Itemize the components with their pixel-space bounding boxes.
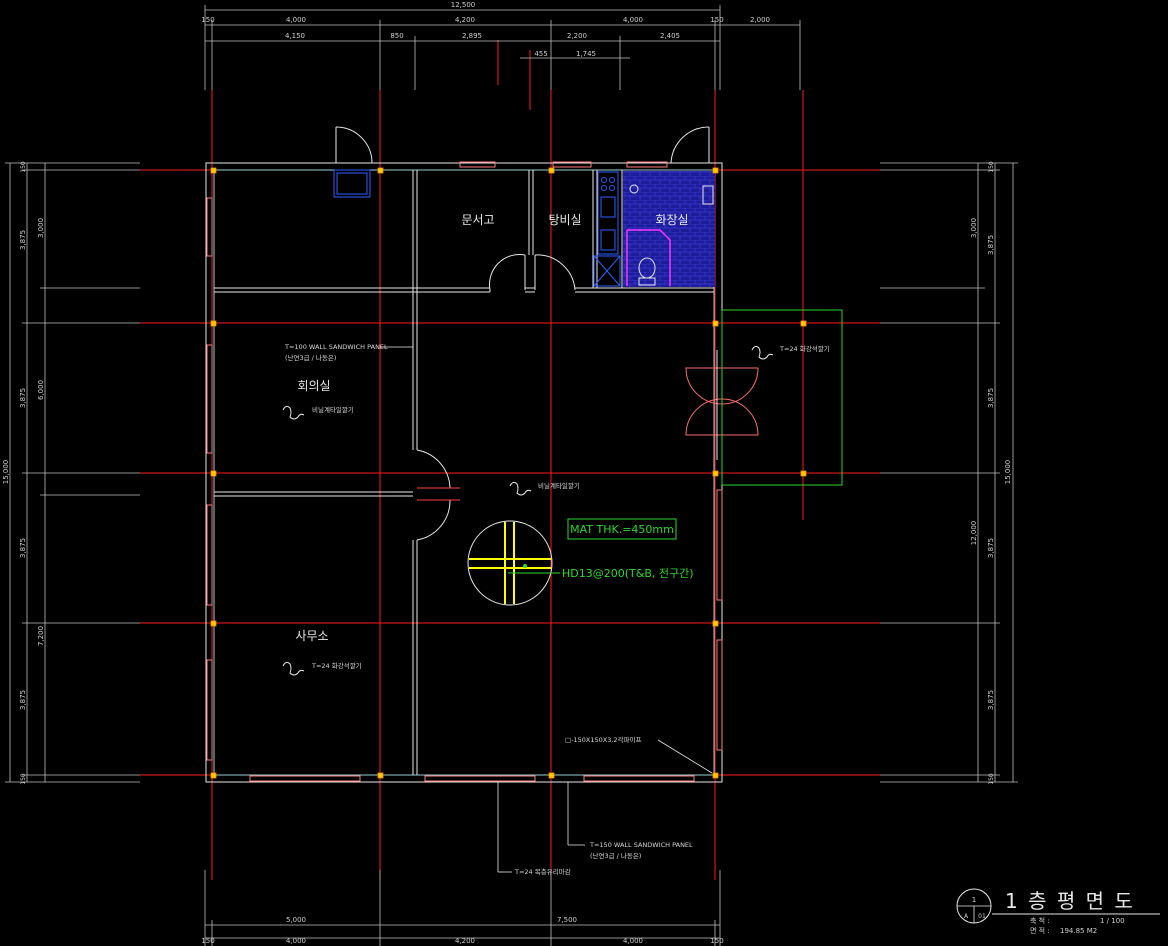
dimension-text-top: 12,500 150 4,000 4,200 4,000 150 2,000 4… (201, 1, 770, 58)
dim-top-r1-2: 4,200 (455, 16, 475, 24)
dim-top-r2-4: 2,405 (660, 32, 680, 40)
dim-top-r1-1: 4,000 (286, 16, 306, 24)
dim-left-mid-0: 3,000 (37, 218, 45, 238)
note-pipe: □-150X150X3.2각파이프 (565, 735, 641, 744)
dim-top-r1-5: 2,000 (750, 16, 770, 24)
columns (210, 167, 807, 779)
dim-top-r2-1: 850 (390, 32, 403, 40)
dim-left-outer-1: 3,875 (19, 388, 27, 408)
dim-left-mid-2: 7,200 (37, 626, 45, 646)
note-rebar: HD13@200(T&B, 전구간) (562, 567, 694, 580)
dim-left-mid-1: 6,000 (37, 380, 45, 400)
doors (335, 126, 710, 541)
room-labels: 문서고 탕비실 화장실 회의실 사무소 (295, 213, 688, 643)
dim-right-outer-2: 3,875 (987, 538, 995, 558)
area-value: 194.85 M2 (1060, 927, 1097, 935)
dimension-text-left: 3,875 3,875 3,875 3,875 15,000 3,000 6,0… (2, 161, 45, 785)
dim-left-outer-0: 3,875 (19, 230, 27, 250)
dim-left-total: 15,000 (2, 460, 10, 485)
scale-value: 1 / 100 (1100, 917, 1125, 925)
dim-bot-r2-2: 4,200 (455, 937, 475, 945)
note-floor-right: T=24 화강석깔기 (779, 344, 830, 353)
dim-right-total: 15,000 (1004, 460, 1012, 485)
note-wall100-line1: T=100 WALL SANDWICH PANEL (284, 343, 388, 351)
dim-left-end-1: 150 (20, 773, 27, 785)
finish-symbols (282, 345, 774, 676)
scale-label: 축 척 : (1030, 916, 1050, 925)
side-double-door (685, 350, 759, 460)
sheet-ref: A (964, 913, 969, 920)
note-floor-center: 비닐계타일깔기 (538, 481, 580, 490)
dim-top-r1-3: 4,000 (623, 16, 643, 24)
grid-lines (140, 40, 880, 880)
room-storage: 문서고 (461, 213, 494, 227)
dim-top-r2-0: 4,150 (285, 32, 305, 40)
dim-right-end-1: 150 (988, 773, 995, 785)
sheet-sub: 01 (978, 913, 986, 920)
dim-right-end-0: 150 (988, 161, 995, 173)
mat-detail: MAT THK.=450mm HD13@200(T&B, 전구간) (467, 518, 694, 606)
room-office: 사무소 (295, 629, 328, 643)
drawing-title: 1 층 평 면 도 (1005, 889, 1135, 913)
toilet-floor-tiles (623, 171, 715, 287)
note-wall150-line2: (난연3급 / 나동은) (590, 851, 641, 860)
dim-bot-r2-3: 4,000 (623, 937, 643, 945)
dim-right-outer-1: 3,875 (987, 388, 995, 408)
dimension-text-right: 3,000 12,000 3,875 3,875 3,875 3,875 15,… (970, 161, 1012, 785)
note-wall150-line1: T=150 WALL SANDWICH PANEL (589, 841, 693, 849)
dim-right-outer-0: 3,875 (987, 235, 995, 255)
dim-right-inner-0: 3,000 (970, 218, 978, 238)
note-floor-office: T=24 화강석깔기 (311, 661, 362, 670)
room-toilet: 화장실 (655, 213, 688, 227)
dim-bot-r2-1: 4,000 (286, 937, 306, 945)
dimension-lines (5, 5, 1018, 946)
dim-bot-r2-0: 150 (201, 937, 214, 945)
note-mat-thickness: MAT THK.=450mm (570, 523, 674, 536)
dim-top-r3-1: 1,745 (576, 50, 596, 58)
dim-bot-r1-0: 5,000 (286, 916, 306, 924)
dim-left-outer-3: 3,875 (19, 690, 27, 710)
sheet-number: 1 (972, 896, 976, 904)
dimension-text-bottom: 5,000 7,500 150 4,000 4,200 4,000 150 (201, 916, 723, 945)
note-wall100-line2: (난연3급 / 나동은) (285, 353, 336, 362)
dim-top-r2-2: 2,895 (462, 32, 482, 40)
dim-top-total: 12,500 (451, 1, 476, 9)
title-block: 1 A 01 1 층 평 면 도 축 척 : 1 / 100 면 적 : 194… (956, 888, 1160, 935)
dim-top-r1-4: 150 (710, 16, 723, 24)
note-glass: T=24 복층유리마감 (514, 867, 571, 876)
annotations: T=100 WALL SANDWICH PANEL (난연3급 / 나동은) 비… (284, 343, 830, 876)
dim-bot-r2-4: 150 (710, 937, 723, 945)
interior-walls (214, 170, 714, 775)
toilet-fixtures (626, 184, 714, 286)
room-kitchen: 탕비실 (548, 213, 581, 227)
dim-top-r3-0: 455 (534, 50, 547, 58)
dim-top-r1-0: 150 (201, 16, 214, 24)
dim-left-end-0: 150 (20, 161, 27, 173)
dim-bot-r1-1: 7,500 (557, 916, 577, 924)
area-label: 면 적 : (1030, 926, 1050, 935)
windows (206, 161, 723, 782)
dim-left-outer-2: 3,875 (19, 538, 27, 558)
entrance-step (333, 169, 371, 198)
note-floor-meeting: 비닐계타일깔기 (312, 405, 354, 414)
dim-right-inner-1: 12,000 (970, 521, 978, 546)
dim-right-outer-3: 3,875 (987, 690, 995, 710)
dim-top-r2-3: 2,200 (567, 32, 587, 40)
terrace-outline (721, 309, 843, 486)
room-meeting: 회의실 (297, 379, 330, 393)
kitchen-fixtures (593, 171, 621, 287)
